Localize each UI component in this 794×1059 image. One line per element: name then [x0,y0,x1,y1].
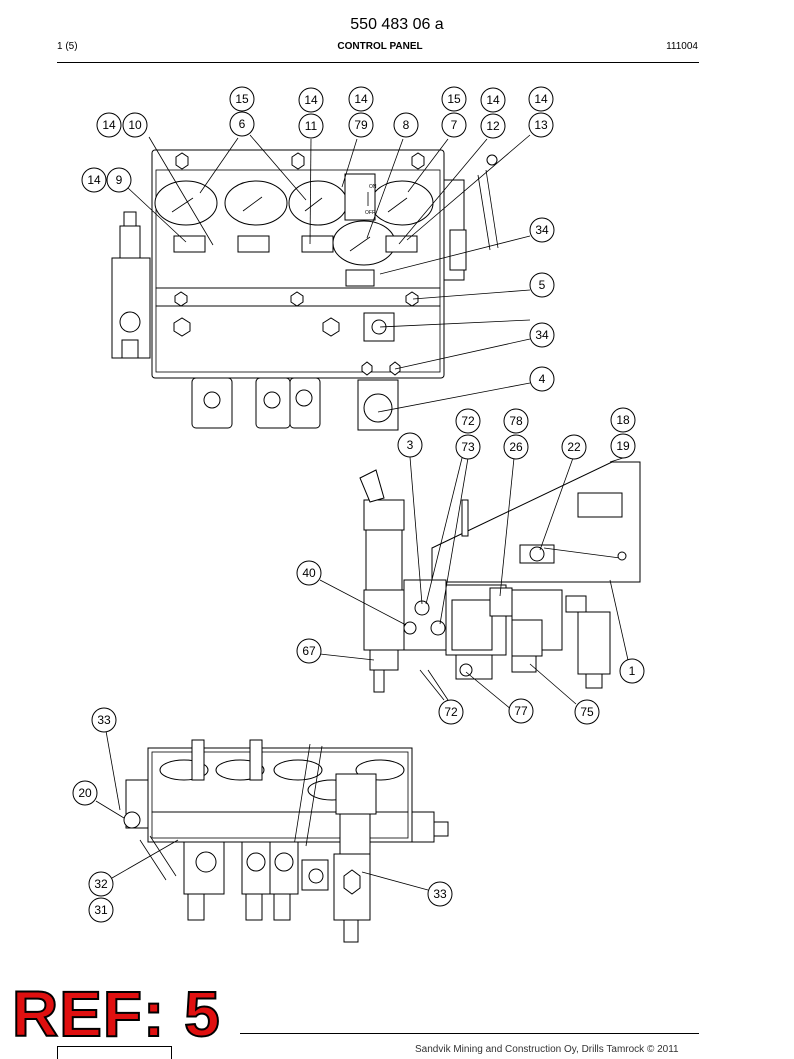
document-number: 550 483 06 a [350,16,444,33]
control-panel-side-view [359,461,641,693]
callout-label: 14 [534,92,548,106]
callout-label: 31 [94,903,108,917]
callout-label: 73 [461,440,475,454]
callout-label: 33 [97,713,111,727]
callout-label: 4 [539,372,546,386]
callout-label: 6 [239,117,246,131]
callout-label: 67 [302,644,316,658]
callout-label: 72 [461,414,475,428]
ref-stamp: REF: 5 [11,978,221,1050]
control-panel-front-view: ON OFF [111,149,499,431]
callout-label: 13 [534,118,548,132]
callout-label: 11 [305,119,318,133]
callout-label: 14 [486,93,500,107]
control-panel-top-view [123,739,449,943]
callout-label: 32 [94,877,108,891]
callout-label: 19 [616,439,630,453]
callout-label: 14 [304,93,318,107]
callouts: 14 10 15 6 14 11 14 79 8 15 7 14 12 14 1… [72,86,645,923]
callout-label: 75 [580,705,594,719]
document-date: 111004 [666,41,698,52]
header-rule [57,62,699,63]
page-number: 1 (5) [57,41,78,52]
callout-label: 15 [447,92,461,106]
callout-label: 26 [509,440,523,454]
callout-label: 33 [433,887,447,901]
callout-label: 14 [87,173,101,187]
on-label: ON [369,184,377,190]
leader-lines [95,134,629,891]
callout-label: 77 [514,704,528,718]
off-label: OFF [365,210,375,216]
callout-label: 5 [539,278,546,292]
callout-label: 34 [535,223,549,237]
callout-label: 12 [486,119,500,133]
callout-label: 40 [302,566,316,580]
callout-label: 1 [629,664,636,678]
callout-label: 22 [567,440,581,454]
footer-rule [240,1033,699,1034]
callout-label: 34 [535,328,549,342]
callout-label: 79 [354,118,368,132]
callout-label: 20 [78,786,92,800]
document-title: CONTROL PANEL [337,41,423,52]
callout-label: 78 [509,414,523,428]
footer-copyright: Sandvik Mining and Construction Oy, Dril… [415,1044,679,1055]
callout-label: 10 [128,118,142,132]
callout-label: 3 [407,438,414,452]
callout-label: 9 [116,173,123,187]
callout-label: 18 [616,413,630,427]
callout-label: 15 [235,92,249,106]
callout-label: 72 [444,705,458,719]
callout-label: 14 [354,92,368,106]
callout-label: 7 [451,118,458,132]
callout-label: 14 [102,118,116,132]
callout-label: 8 [403,118,410,132]
